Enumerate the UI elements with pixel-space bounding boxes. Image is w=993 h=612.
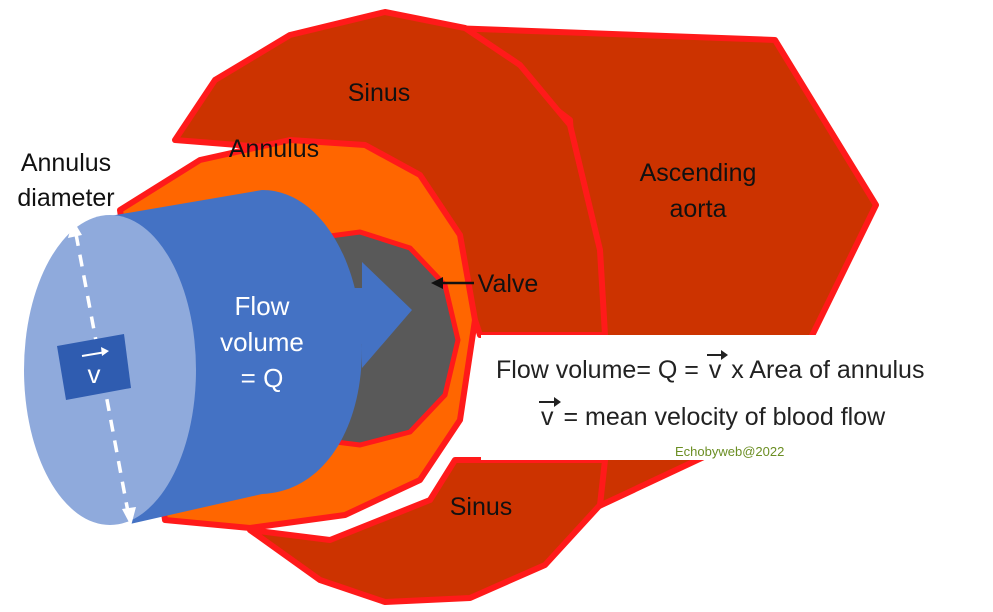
- formula-line2-suffix: = mean velocity of blood flow: [563, 403, 886, 431]
- velocity-symbol: v: [88, 359, 101, 389]
- formula-box: [481, 335, 993, 460]
- formula-line1-velocity: v: [706, 350, 728, 385]
- flow-volume-label-line2: volume: [220, 327, 304, 357]
- sinus-bottom-label: Sinus: [450, 493, 513, 521]
- formula-line1-prefix: Flow volume= Q =: [496, 356, 699, 384]
- lower-sinus-shape: [247, 457, 608, 605]
- ascending-aorta-label-line1: Ascending: [640, 159, 757, 187]
- formula-line-1: Flow volume= Q = v x Area of annulus: [496, 350, 925, 385]
- valve-pointer-arrowhead: [431, 277, 443, 289]
- velocity-box: [57, 334, 131, 400]
- annulus-label: Annulus: [229, 135, 319, 163]
- flow-volume-label-line3: = Q: [241, 363, 284, 393]
- formula-line-2: v = mean velocity of blood flow: [538, 397, 886, 432]
- annulus-diameter-label-line2: diameter: [17, 184, 114, 212]
- annulus-diameter-line: [74, 233, 130, 513]
- formula-line2-velocity: v: [538, 397, 560, 432]
- ascending-aorta-label-line2: aorta: [670, 195, 727, 223]
- diameter-arrowhead-top: [68, 220, 82, 238]
- sinus-top-label: Sinus: [348, 79, 411, 107]
- flow-volume-label-line1: Flow: [235, 291, 290, 321]
- diameter-arrowhead-bottom: [122, 507, 136, 526]
- annulus-diameter-label-line1: Annulus: [21, 149, 111, 177]
- copyright-text: Echobyweb@2022: [675, 444, 785, 459]
- formula-line1-suffix: x Area of annulus: [731, 356, 925, 384]
- valve-label: Valve: [478, 270, 539, 298]
- velocity-vector-arrowhead: [101, 347, 109, 356]
